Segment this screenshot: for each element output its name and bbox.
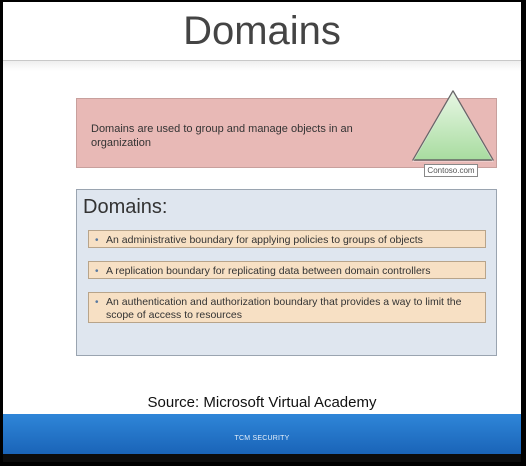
footer-bar: TCM SECURITY [3,414,521,454]
callout-text: Domains are used to group and manage obj… [91,123,353,149]
footer-text: TCM SECURITY [234,435,290,442]
bullet-item-administrative: • An administrative boundary for applyin… [88,230,486,248]
bullet-item-authentication: • An authentication and authorization bo… [88,292,486,323]
bottom-edge [3,454,521,462]
bullet-text: A replication boundary for replicating d… [106,265,431,277]
bullet-icon: • [95,235,99,246]
panel-heading: Domains: [83,196,168,218]
bullet-item-replication: • A replication boundary for replicating… [88,261,486,279]
triangle-domain-icon [411,88,495,164]
title-divider [3,60,521,61]
slide-title: Domains [183,9,341,53]
title-shadow [3,61,521,71]
slide: Domains Domains are used to group and ma… [3,2,521,462]
bullet-text: An authentication and authorization boun… [106,296,462,321]
domains-panel: Domains: • An administrative boundary fo… [76,189,497,356]
bullet-text: An administrative boundary for applying … [106,234,423,246]
source-caption: Source: Microsoft Virtual Academy [147,394,377,411]
bullet-icon: • [95,297,99,308]
bullet-icon: • [95,266,99,277]
contoso-badge: Contoso.com [424,164,478,177]
